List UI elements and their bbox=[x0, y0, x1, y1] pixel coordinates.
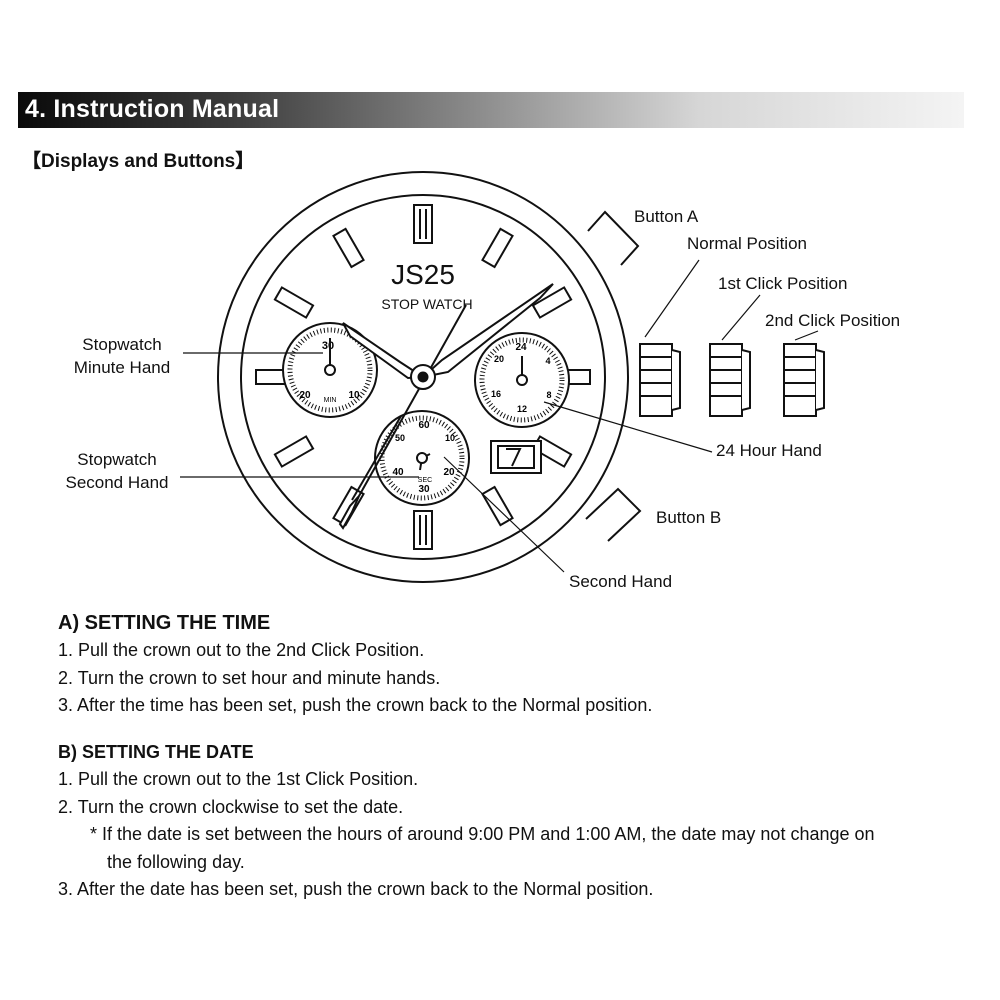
label-24-hour-hand: 24 Hour Hand bbox=[716, 441, 822, 460]
button-b bbox=[585, 487, 642, 542]
label-button-b: Button B bbox=[656, 508, 721, 527]
hour-markers bbox=[255, 204, 591, 550]
dial-brand: JS25 bbox=[391, 259, 455, 290]
setting-date-step-2: 2. Turn the crown clockwise to set the d… bbox=[58, 796, 404, 817]
subdial-24-top: 24 bbox=[515, 342, 527, 353]
crown-normal-position bbox=[639, 343, 681, 417]
dial-stopwatch-text: STOP WATCH bbox=[381, 296, 472, 312]
leader-lines bbox=[180, 259, 819, 573]
setting-date-title: B) SETTING THE DATE bbox=[58, 742, 254, 762]
setting-time-step-3: 3. After the time has been set, push the… bbox=[58, 695, 653, 715]
section-title: 4. Instruction Manual bbox=[25, 95, 280, 123]
subdial-minutes: 30 20 10 MIN bbox=[282, 322, 378, 418]
crown-first-click-position bbox=[709, 343, 751, 417]
setting-time-step-2: 2. Turn the crown to set hour and minute… bbox=[58, 667, 441, 688]
button-a bbox=[587, 210, 640, 266]
watch-bezel bbox=[240, 194, 606, 560]
watch-diagram: JS25 STOP WATCH 30 20 10 MIN 24 20 4 16 … bbox=[65, 171, 900, 591]
setting-time-title: A) SETTING THE TIME bbox=[58, 612, 271, 634]
subdial-seconds-30: 30 bbox=[418, 484, 430, 495]
section-header-bar: 4. Instruction Manual bbox=[18, 92, 964, 128]
section-setting-date: B) SETTING THE DATE 1. Pull the crown ou… bbox=[58, 740, 875, 904]
subdial-24-hour: 24 20 4 16 8 12 bbox=[474, 332, 570, 428]
subdial-24-left: 16 bbox=[491, 389, 501, 399]
subdial-seconds-50: 50 bbox=[395, 433, 405, 443]
subdial-seconds: 60 50 10 40 20 SEC 30 bbox=[374, 410, 470, 506]
subdial-seconds-40: 40 bbox=[392, 467, 404, 478]
label-button-a: Button A bbox=[634, 207, 699, 226]
subdial-minutes-10: 10 bbox=[348, 390, 360, 401]
label-stopwatch-minute-1: Stopwatch bbox=[82, 335, 161, 354]
second-hand bbox=[338, 304, 467, 530]
section-setting-time: A) SETTING THE TIME 1. Pull the crown ou… bbox=[58, 610, 652, 720]
minute-hand bbox=[419, 283, 554, 379]
label-first-click: 1st Click Position bbox=[718, 274, 847, 293]
subdial-minutes-30: 30 bbox=[322, 340, 334, 352]
setting-time-step-1: 1. Pull the crown out to the 2nd Click P… bbox=[58, 640, 425, 660]
subdial-24-bottom: 12 bbox=[517, 404, 527, 414]
setting-date-note-line-2: the following day. bbox=[107, 851, 245, 872]
subdial-24-right: 4 bbox=[545, 356, 550, 366]
subdial-24-topleft: 20 bbox=[494, 354, 504, 364]
setting-date-step-1: 1. Pull the crown out to the 1st Click P… bbox=[58, 769, 419, 789]
setting-date-step-3: 3. After the date has been set, push the… bbox=[58, 879, 654, 899]
displays-buttons-subheading: 【Displays and Buttons】 bbox=[22, 151, 255, 172]
label-stopwatch-minute-2: Minute Hand bbox=[74, 358, 170, 377]
subdial-seconds-20: 20 bbox=[443, 467, 455, 478]
date-window bbox=[490, 440, 542, 474]
subdial-minutes-label: MIN bbox=[324, 397, 337, 404]
watch-case bbox=[217, 171, 629, 583]
label-second-click: 2nd Click Position bbox=[765, 311, 900, 330]
crown-second-click-position bbox=[783, 343, 825, 417]
label-stopwatch-second-1: Stopwatch bbox=[77, 450, 156, 469]
subdial-seconds-10: 10 bbox=[445, 433, 455, 443]
label-normal-position: Normal Position bbox=[687, 234, 807, 253]
subdial-24-lowright: 8 bbox=[546, 390, 551, 400]
setting-date-note-line-1: * If the date is set between the hours o… bbox=[90, 824, 875, 844]
subdial-seconds-label: SEC bbox=[418, 477, 432, 484]
label-second-hand: Second Hand bbox=[569, 572, 672, 591]
label-stopwatch-second-2: Second Hand bbox=[65, 473, 168, 492]
subdial-seconds-60: 60 bbox=[418, 420, 430, 431]
subdial-minutes-20: 20 bbox=[299, 390, 311, 401]
